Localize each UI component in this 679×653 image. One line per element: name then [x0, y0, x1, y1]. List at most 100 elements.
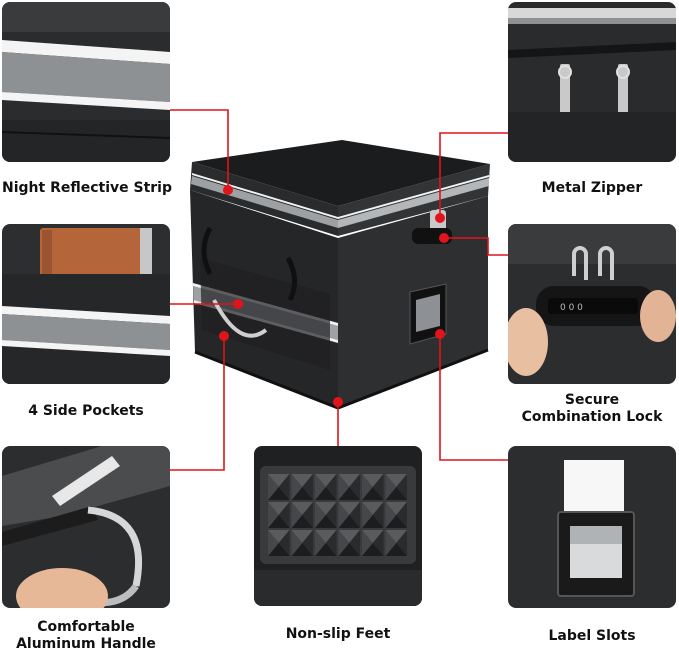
stud-face — [362, 502, 373, 528]
box-left-face — [190, 190, 338, 408]
stud-face — [268, 515, 290, 528]
stud-face — [338, 530, 360, 543]
stud-face — [315, 530, 326, 556]
stud-face — [372, 474, 384, 500]
stud-face — [291, 474, 303, 500]
stud-face — [338, 487, 360, 500]
tile-reflective-strip — [2, 2, 170, 162]
caption-combination-lock: Secure Combination Lock — [508, 392, 676, 426]
stud-face — [362, 530, 373, 556]
stud-face — [372, 502, 384, 528]
stud-face — [362, 543, 384, 556]
caption-non-slip-feet: Non-slip Feet — [285, 626, 391, 642]
tile-side-pockets — [2, 224, 170, 384]
callout-dots — [219, 185, 449, 407]
stud-face — [396, 502, 407, 528]
tile-label-slots — [508, 446, 676, 608]
caption-aluminum-handle: Comfortable Aluminum Handle — [2, 619, 170, 653]
stud-face — [315, 487, 337, 500]
tile-non-slip-feet — [254, 446, 422, 606]
stud-face — [268, 502, 290, 515]
stud-face — [291, 543, 313, 556]
non-slip-feet-photo — [254, 446, 422, 606]
stud-face — [385, 530, 407, 543]
box-lid-top — [192, 140, 490, 206]
stud-face — [268, 474, 290, 487]
stud-face — [385, 502, 397, 528]
stud-face — [278, 474, 290, 500]
stud-face — [315, 502, 337, 515]
stud-face — [325, 502, 337, 528]
stud-face — [338, 502, 360, 515]
stud-face — [315, 530, 337, 543]
stud-face — [385, 487, 407, 500]
stud-face — [349, 502, 360, 528]
stud-face — [268, 530, 279, 556]
stud-face — [349, 530, 360, 556]
stud-face — [278, 502, 290, 528]
stud-face — [291, 474, 313, 487]
stud-face — [291, 515, 313, 528]
caption-label-slots: Label Slots — [548, 628, 636, 644]
caption-aluminum-handle-line2: Aluminum Handle — [16, 636, 156, 652]
stud-face — [385, 474, 397, 500]
stud-face — [315, 474, 326, 500]
combination-lock-photo: 0 0 0 — [508, 224, 676, 384]
stud-face — [302, 502, 313, 528]
stud-face — [338, 502, 350, 528]
stud-face — [338, 530, 350, 556]
metal-zipper-photo — [508, 2, 676, 162]
reflective-strip-photo — [2, 2, 170, 162]
stud-face — [362, 474, 373, 500]
stud-face — [291, 530, 303, 556]
side-pockets-photo — [2, 224, 170, 384]
stud-face — [385, 530, 397, 556]
label-slots-photo — [508, 446, 676, 608]
caption-combination-lock-line2: Combination Lock — [521, 409, 663, 425]
stud-face — [268, 543, 290, 556]
stud-face — [338, 515, 360, 528]
stud-face — [385, 502, 407, 515]
caption-combination-lock-line1: Secure — [564, 392, 620, 408]
tile-metal-zipper — [508, 2, 676, 162]
stud-face — [278, 530, 290, 556]
stud-face — [302, 474, 313, 500]
stud-face — [325, 530, 337, 556]
stud-face — [268, 530, 290, 543]
stud-face — [291, 487, 313, 500]
stud-face — [362, 515, 384, 528]
box-right-face — [338, 196, 488, 408]
stud-face — [291, 502, 303, 528]
stud-face — [338, 474, 350, 500]
stud-face — [396, 530, 407, 556]
stud-face — [385, 474, 407, 487]
caption-side-pockets: 4 Side Pockets — [28, 403, 144, 419]
caption-night-reflective-strip: Night Reflective Strip — [2, 180, 173, 196]
stud-face — [362, 474, 384, 487]
stud-face — [362, 502, 384, 515]
tile-combination-lock: 0 0 0 — [508, 224, 676, 384]
stud-face — [268, 474, 279, 500]
aluminum-handle-photo — [2, 446, 170, 608]
stud-face — [362, 487, 384, 500]
stud-face — [338, 543, 360, 556]
stud-face — [291, 530, 313, 543]
stud-face — [315, 474, 337, 487]
stud-face — [315, 543, 337, 556]
stud-face — [291, 502, 313, 515]
stud-face — [325, 474, 337, 500]
stud-face — [396, 474, 407, 500]
stud-face — [315, 515, 337, 528]
stud-face — [385, 543, 407, 556]
stud-face — [302, 530, 313, 556]
caption-aluminum-handle-line1: Comfortable — [37, 619, 135, 635]
stud-face — [268, 502, 279, 528]
stud-face — [385, 515, 407, 528]
caption-metal-zipper: Metal Zipper — [541, 180, 643, 196]
tile-aluminum-handle — [2, 446, 170, 608]
stud-face — [362, 530, 384, 543]
stud-face — [315, 502, 326, 528]
callout-lines — [170, 109, 508, 471]
svg-text:0 0 0: 0 0 0 — [560, 303, 583, 313]
stud-face — [268, 487, 290, 500]
